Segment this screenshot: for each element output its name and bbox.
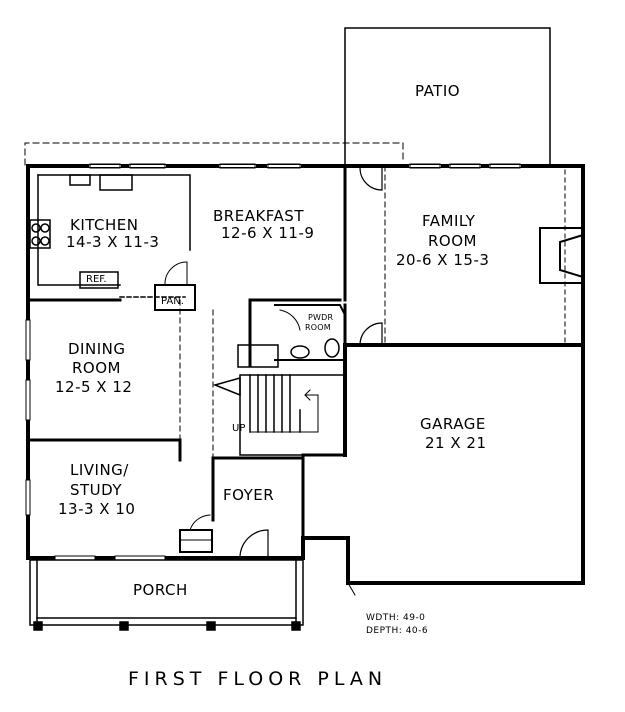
refrigerator-label: REF. [86, 274, 107, 285]
roof-overhang-outline [24, 142, 404, 166]
pantry [154, 261, 196, 311]
stairs [212, 344, 346, 456]
living-study-label-line1: LIVING/ [70, 461, 129, 479]
kitchen-label: KITCHEN [70, 216, 139, 234]
powder-room [274, 304, 346, 361]
coat-closet [179, 514, 213, 553]
patio-label: PATIO [415, 82, 461, 100]
breakfast-size: 12-6 X 11-9 [221, 224, 315, 242]
dining-room-size: 12-5 X 12 [55, 378, 133, 396]
living-study-label-line2: STUDY [70, 481, 123, 499]
family-room-size: 20-6 X 15-3 [396, 251, 490, 269]
family-room-label-line1: FAMILY [422, 212, 476, 230]
dining-room-label-line1: DINING [68, 340, 126, 358]
dining-room-label-line2: ROOM [72, 359, 121, 377]
powder-room-label-line1: PWDR [308, 313, 334, 322]
kitchen-counters [29, 174, 191, 298]
porch [29, 559, 304, 631]
stair-up-label: UP [232, 423, 246, 434]
powder-room-label-line2: ROOM [305, 323, 331, 332]
doors [239, 167, 383, 557]
depth-dimension: DEPTH: 40-6 [366, 626, 429, 636]
plan-title: FIRST FLOOR PLAN [128, 668, 388, 690]
garage-size: 21 X 21 [425, 434, 487, 452]
family-room-label-line2: ROOM [428, 232, 477, 250]
foyer-label: FOYER [223, 486, 275, 504]
width-dimension: WDTH: 49-0 [366, 613, 426, 623]
porch-label: PORCH [133, 581, 188, 599]
fireplace [539, 227, 585, 284]
kitchen-size: 14-3 X 11-3 [66, 233, 160, 251]
pantry-label: PAN. [161, 296, 184, 307]
garage-label: GARAGE [420, 415, 486, 433]
breakfast-label: BREAKFAST [213, 207, 304, 225]
living-study-size: 13-3 X 10 [58, 500, 136, 518]
